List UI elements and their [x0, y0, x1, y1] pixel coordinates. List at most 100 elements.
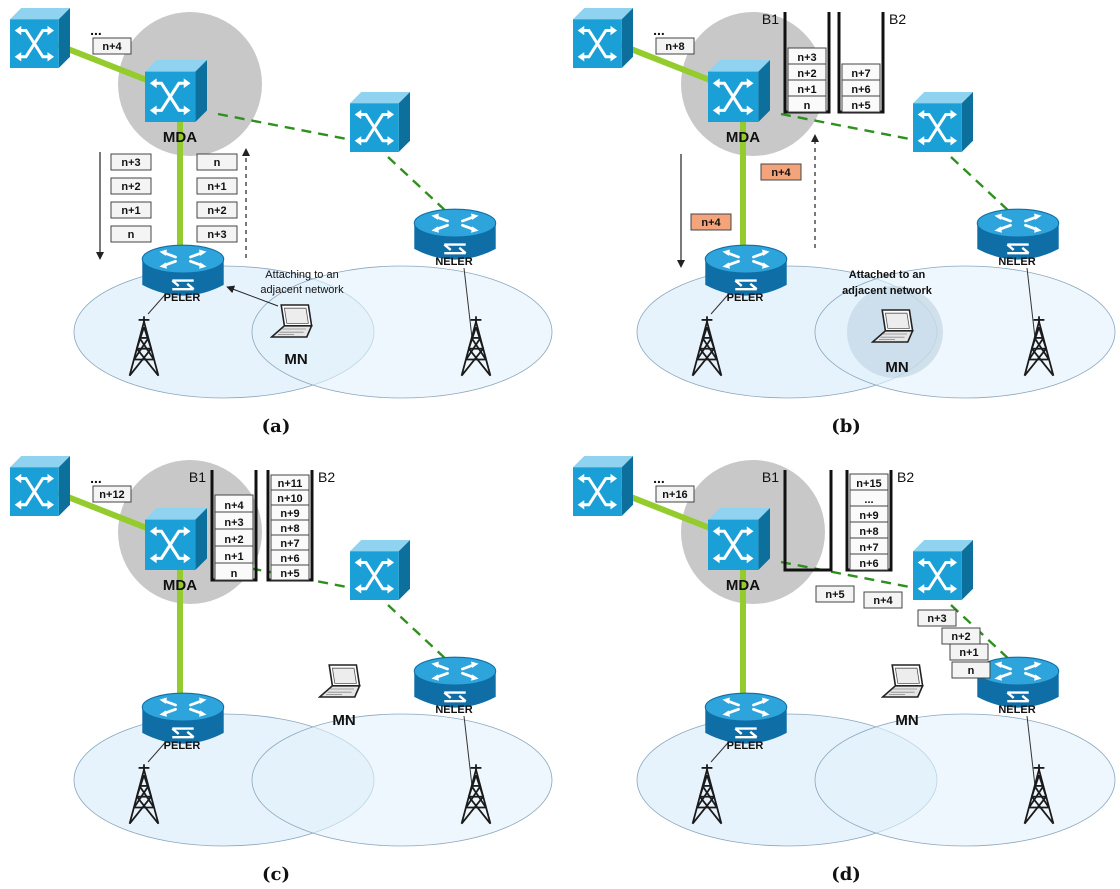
- packet-box: n+2: [110, 177, 152, 195]
- attaching-note-line1: Attaching to an: [265, 269, 338, 281]
- attached-note-line1: Attached to an: [849, 269, 926, 281]
- switch-icon: [708, 508, 770, 570]
- buffer-cell: [787, 95, 827, 113]
- mn-label: MN: [284, 351, 307, 368]
- switch-icon: [913, 540, 973, 600]
- packet-label: n+4: [701, 217, 721, 229]
- buffer-b2-label: B2: [889, 11, 906, 27]
- buffer-cell-label: n+15: [856, 478, 881, 490]
- packet-frame: [110, 177, 152, 195]
- router-icon: [140, 691, 226, 745]
- caption-a: (a): [262, 416, 291, 437]
- packet-box: n+4: [690, 213, 732, 231]
- switch-icon: [145, 60, 207, 122]
- peler-label: PELER: [164, 292, 201, 304]
- buffer-cell-label: n+11: [278, 478, 303, 490]
- buffer-cell-label: n+2: [224, 534, 243, 546]
- panel-a: MDAPELERNELER...n+4MNn+3n+2n+1nnn+1n+2n+…: [10, 8, 553, 437]
- neler-coverage-cell: [251, 713, 553, 847]
- packet-label: n+3: [207, 229, 226, 241]
- packet-label: n+4: [873, 595, 893, 607]
- packet-box: n+12: [92, 485, 132, 503]
- switch-icon: [573, 456, 633, 516]
- packet-box: n+4: [863, 591, 903, 609]
- buffer-b1-label: B1: [762, 11, 779, 27]
- neler-label: NELER: [435, 256, 472, 268]
- mn-label: MN: [895, 712, 918, 729]
- buffer-cell-label: n: [804, 100, 811, 112]
- laptop-icon: [881, 664, 924, 698]
- neler-tower-wire: [463, 715, 473, 787]
- mda-switch-link: [217, 112, 353, 142]
- buffer-cell: [841, 95, 881, 113]
- laptop-icon: [318, 664, 361, 698]
- packet-label: n+3: [121, 157, 140, 169]
- packet-box: n+3: [917, 609, 957, 627]
- switch-icon: [145, 508, 207, 570]
- switch-icon: [350, 540, 410, 600]
- mda-label: MDA: [726, 577, 760, 594]
- mn-label: MN: [885, 359, 908, 376]
- router-icon: [140, 243, 226, 297]
- caption-d: (d): [831, 864, 861, 885]
- buffer-cell-label: n+5: [851, 100, 870, 112]
- packet-box: n+2: [196, 201, 238, 219]
- packet-box: n: [196, 153, 238, 171]
- router-icon: [703, 243, 789, 297]
- packet-frame: [949, 643, 989, 661]
- packet-label: n+1: [207, 181, 226, 193]
- packet-label: n+2: [121, 181, 140, 193]
- buffer-cell-label: n+6: [851, 84, 870, 96]
- buffer-b1-container: [783, 470, 833, 572]
- caption-b: (b): [831, 416, 861, 437]
- buffer-cell-label: n+2: [797, 68, 816, 80]
- buffer-cell-label: n+9: [859, 510, 878, 522]
- buffer-cell-label: n+10: [277, 493, 302, 505]
- neler-label: NELER: [435, 704, 472, 716]
- buffer-cell-label: n+8: [280, 523, 299, 535]
- buffer-cell-label: n+9: [280, 508, 299, 520]
- packet-frame: [196, 177, 238, 195]
- buffer-cell-label: n+7: [859, 542, 878, 554]
- neler-label: NELER: [998, 256, 1035, 268]
- ellipsis-label: ...: [653, 470, 665, 486]
- packet-box: n+2: [941, 627, 981, 645]
- packet-box: n+1: [110, 201, 152, 219]
- buffer-cell-label: ...: [864, 494, 873, 506]
- switch-icon: [10, 8, 70, 68]
- peler-label: PELER: [727, 292, 764, 304]
- packet-label: n: [128, 229, 135, 241]
- ellipsis-label: ...: [653, 22, 665, 38]
- buffer-cell-label: n+5: [280, 568, 299, 580]
- mda-label: MDA: [163, 129, 197, 146]
- router-icon: [412, 207, 498, 261]
- buffer-cell-label: n: [231, 568, 238, 580]
- buffer-b1-label: B1: [762, 469, 779, 485]
- packet-box: n+1: [949, 643, 989, 661]
- packet-box: n+16: [655, 485, 695, 503]
- buffer-cell-label: n+3: [797, 52, 816, 64]
- packet-frame: [196, 153, 238, 171]
- router-icon: [412, 655, 498, 709]
- packet-frame: [655, 485, 695, 503]
- packet-label: n+16: [662, 489, 687, 501]
- packet-frame: [110, 201, 152, 219]
- packet-frame: [760, 163, 802, 181]
- packet-label: n+3: [927, 613, 946, 625]
- packet-frame: [196, 225, 238, 243]
- switch-icon: [708, 60, 770, 122]
- router-icon: [703, 691, 789, 745]
- buffer-cell-label: n+1: [224, 551, 243, 563]
- buffer-cell: [270, 564, 310, 581]
- packet-label: n+2: [951, 631, 970, 643]
- neler-tower-wire: [463, 267, 473, 339]
- buffer-cell-label: n+1: [797, 84, 816, 96]
- packet-label: n: [968, 665, 975, 677]
- packet-box: n+3: [110, 153, 152, 171]
- mn-label: MN: [332, 712, 355, 729]
- packet-label: n+1: [121, 205, 140, 217]
- packet-frame: [863, 591, 903, 609]
